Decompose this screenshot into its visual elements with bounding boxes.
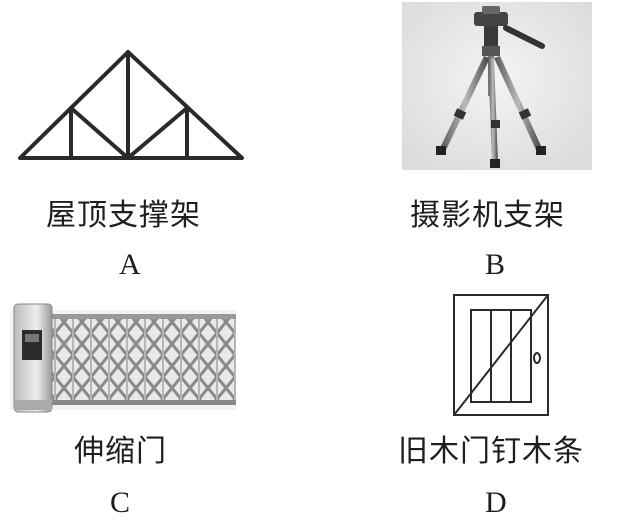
camera-tripod-figure [402,2,592,170]
old-door-figure [453,294,549,416]
option-c-caption: 伸缩门 [74,434,167,469]
retractable-gate-figure [10,303,236,413]
option-b-caption: 摄影机支架 [410,198,565,233]
option-a-letter: A [119,248,141,281]
roof-truss-figure [18,50,244,160]
option-d-caption: 旧木门钉木条 [398,434,584,469]
option-b-letter: B [485,248,506,281]
option-c-letter: C [110,486,131,519]
option-d-letter: D [485,486,507,519]
option-a-caption: 屋顶支撑架 [46,198,201,233]
